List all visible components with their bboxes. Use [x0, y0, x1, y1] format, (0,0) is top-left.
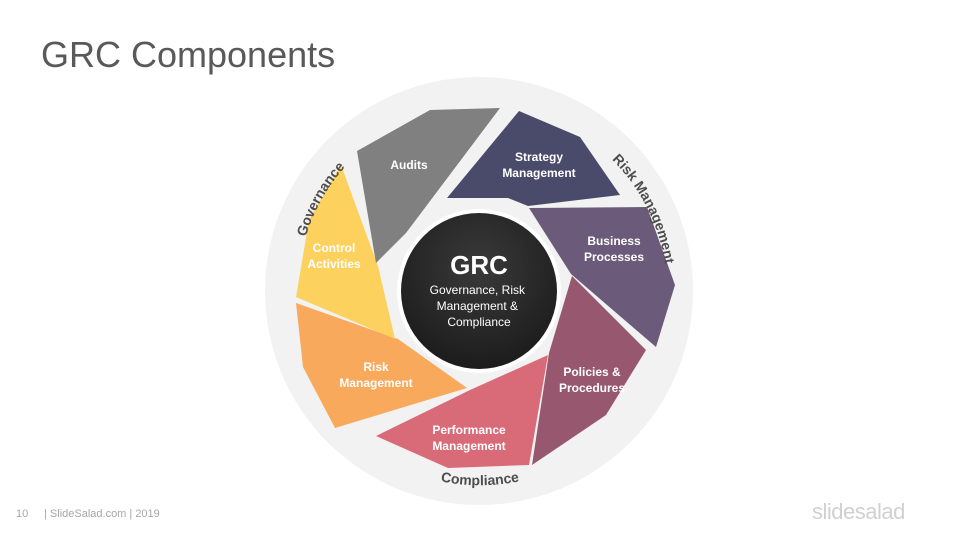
- segment-3: [376, 355, 548, 468]
- segment-label-line: Strategy: [515, 150, 563, 164]
- center-subtitle-line: Compliance: [447, 315, 511, 329]
- segment-label-line: Performance: [432, 423, 506, 437]
- segment-label-line: Procedures: [559, 381, 625, 395]
- segment-1: [529, 207, 675, 347]
- footer-text: | SlideSalad.com | 2019: [44, 508, 160, 520]
- segment-4: [296, 303, 467, 428]
- segment-2: [532, 276, 646, 465]
- segment-label-line: Management: [339, 376, 412, 390]
- center-title: GRC: [450, 250, 508, 280]
- segment-label-line: Activities: [307, 257, 361, 271]
- segment-label-line: Management: [502, 166, 575, 180]
- center-subtitle-line: Governance, Risk: [430, 283, 526, 297]
- segment-6: [357, 108, 500, 263]
- segment-label-line: Management: [432, 439, 505, 453]
- center-subtitle: Governance, Risk Management & Compliance: [430, 283, 529, 329]
- segment-label-line: Policies &: [563, 365, 621, 379]
- segment-5: [296, 165, 395, 339]
- slide-title: GRC Components: [41, 34, 336, 75]
- segment-label-line: Business: [587, 234, 641, 248]
- page-number: 10: [16, 508, 29, 520]
- center-subtitle-line: Management &: [437, 299, 518, 313]
- center-circle: [401, 213, 557, 369]
- segment-label-line: Processes: [584, 250, 644, 264]
- slidesalad-logo: slidesalad: [812, 499, 905, 524]
- segment-label-line: Audits: [390, 158, 428, 172]
- segment-0: [447, 111, 620, 206]
- ring-label-compliance: Compliance: [440, 468, 520, 488]
- segment-label-line: Control: [313, 241, 356, 255]
- segment-label-6: Audits: [390, 158, 428, 172]
- segment-label-line: Risk: [363, 360, 389, 374]
- segment-label-2: Policies & Procedures: [559, 365, 625, 395]
